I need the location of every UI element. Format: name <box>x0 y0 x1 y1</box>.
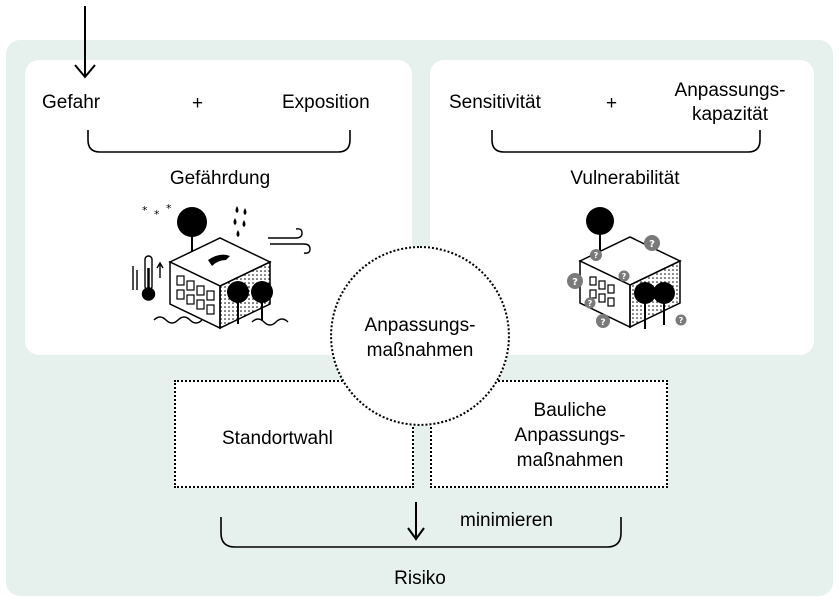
rain-drops-icon <box>233 206 247 237</box>
vulnerability-bracket <box>491 130 761 153</box>
tree-icon <box>586 207 614 253</box>
plus-sign-right: + <box>606 93 618 114</box>
hazard-bracket <box>87 130 351 153</box>
svg-text:?: ? <box>594 251 599 260</box>
svg-text:?: ? <box>679 316 684 325</box>
vulnerability-result-label: Vulnerabilität <box>570 168 680 189</box>
wind-icon <box>268 228 311 254</box>
question-mark-icon: ? ? ? ? ? ? ? <box>567 235 687 328</box>
sensitivity-label: Sensitivität <box>449 92 541 113</box>
adaptation-measures-circle <box>330 246 510 426</box>
exposure-label: Exposition <box>282 92 370 113</box>
circle-label-line1: Anpassungs- <box>364 315 476 336</box>
minimize-label: minimieren <box>460 510 553 531</box>
structural-label-line3: maßnahmen <box>516 450 624 471</box>
circle-label-line2: maßnahmen <box>366 340 474 361</box>
snowflake-icon: * * * <box>142 202 172 221</box>
building-icon <box>168 237 272 330</box>
svg-text:?: ? <box>622 272 627 281</box>
svg-text:?: ? <box>649 239 655 250</box>
svg-text:?: ? <box>600 318 605 328</box>
waves-icon <box>153 316 289 326</box>
risk-label: Risiko <box>394 568 446 589</box>
structural-label-line2: Anpassungs- <box>514 425 626 446</box>
hazard-illustration: * * * <box>132 202 311 330</box>
thermometer-icon <box>132 255 164 301</box>
capacity-label-line1: Anpassungs- <box>674 80 786 101</box>
entry-arrow-icon <box>74 6 96 79</box>
structural-label-line1: Bauliche <box>533 400 607 421</box>
svg-text:*: * <box>166 202 172 215</box>
svg-text:?: ? <box>572 277 578 288</box>
svg-text:*: * <box>154 208 160 221</box>
svg-text:?: ? <box>588 299 593 308</box>
svg-text:*: * <box>142 204 148 217</box>
hazard-label: Gefahr <box>42 92 101 113</box>
plus-sign-left: + <box>192 93 204 114</box>
risk-bracket <box>220 517 622 548</box>
vulnerability-illustration: ? ? ? ? ? ? ? <box>567 207 687 329</box>
tree-icon <box>227 281 273 324</box>
hazard-result-label: Gefährdung <box>169 168 271 189</box>
site-choice-label: Standortwahl <box>222 428 333 449</box>
tree-icon <box>634 282 675 329</box>
capacity-label-line2: kapazität <box>691 104 769 125</box>
minimize-arrow-icon <box>407 502 425 541</box>
